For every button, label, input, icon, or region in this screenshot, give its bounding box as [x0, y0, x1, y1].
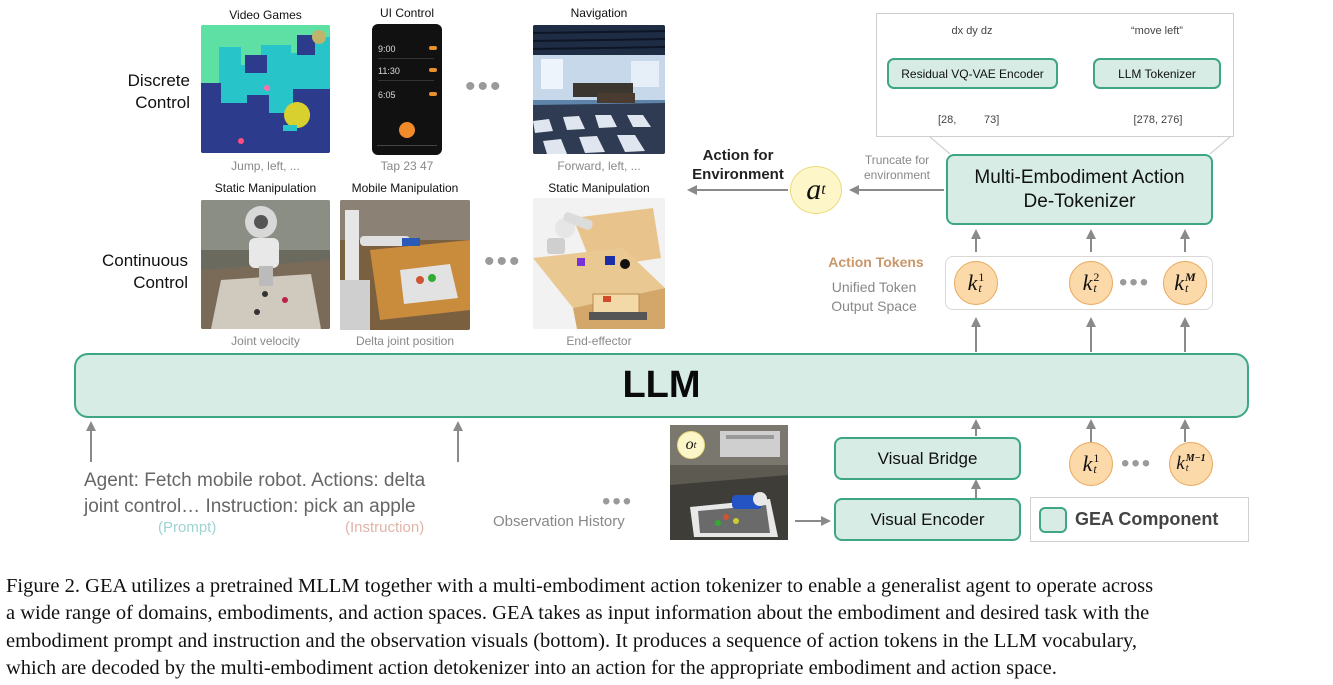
input-token-1-sub: t [1093, 462, 1097, 476]
observation-history-ellipsis: ••• [602, 488, 634, 515]
static-manip-2-title: Static Manipulation [548, 181, 650, 195]
connector-layer [86, 40, 1231, 526]
funnel-right [1209, 136, 1231, 155]
action-token-M-base: k [1174, 270, 1185, 295]
input-token-1-base: k [1082, 451, 1093, 476]
static-manip-1-image [201, 200, 330, 329]
observation-symbol-sub: t [693, 439, 697, 451]
text-action-input: “move left” [1131, 25, 1183, 37]
discrete-control-line-1: Discrete [127, 71, 190, 90]
action-token-1-sup: 1 [978, 270, 985, 284]
unified-token-line-2: Output Space [831, 298, 917, 314]
continuous-control-label: Continuous Control [80, 250, 188, 294]
detokenizer-line-2: De-Tokenizer [1023, 190, 1136, 212]
prompt-line-1: Agent: Fetch mobile robot. Actions: delt… [84, 470, 426, 491]
action-token-M-sub: t [1185, 281, 1189, 295]
action-token-ellipsis: ••• [1119, 269, 1151, 296]
video-games-image [201, 25, 330, 153]
static-manip-1-caption: Joint velocity [231, 334, 300, 348]
unified-token-output-space: Unified Token Output Space [815, 278, 933, 316]
visual-encoder-box: Visual Encoder [834, 498, 1021, 541]
input-token-M-minus-1-sub: t [1185, 463, 1189, 474]
action-for-environment-label: Action for Environment [676, 146, 800, 184]
mobile-manip-caption: Delta joint position [355, 334, 455, 348]
llm-box: LLM [74, 353, 1249, 418]
encoder-output-b: 73] [984, 114, 1000, 126]
video-games-title: Video Games [229, 8, 302, 22]
action-for-env-line-1: Action for [702, 147, 774, 164]
action-token-2-base: k [1082, 270, 1093, 295]
input-token-M-minus-1-base: k [1176, 453, 1185, 474]
llm-tokenizer-box: LLM Tokenizer [1093, 58, 1221, 89]
instruction-tag: (Instruction) [345, 519, 425, 536]
action-tokens-container [945, 256, 1213, 310]
action-symbol-sub: t [821, 181, 826, 198]
funnel-left [929, 136, 951, 155]
navigation-image [533, 25, 665, 154]
detokenizer-line-1: Multi-Embodiment Action [974, 166, 1185, 188]
encoder-output-a: [28, [938, 114, 957, 126]
tokenizer-output: [278, 276] [1133, 114, 1183, 126]
unified-token-line-1: Unified Token [831, 279, 917, 295]
legend-swatch [1039, 506, 1067, 533]
legend: GEA Component [1030, 497, 1249, 542]
video-games-caption: Jump, left, ... [231, 159, 300, 173]
continuous-action-input: dx dy dz [951, 25, 993, 37]
input-token-1-sup: 1 [1093, 451, 1100, 465]
navigation-title: Navigation [570, 6, 628, 20]
observation-symbol-base: o [685, 436, 694, 453]
ui-control-title: UI Control [379, 6, 435, 20]
multi-embodiment-detokenizer-box: Multi-Embodiment Action De-Tokenizer [946, 154, 1213, 225]
residual-vqvae-encoder-box: Residual VQ-VAE Encoder [887, 58, 1058, 89]
action-for-env-line-2: Environment [692, 166, 784, 183]
caption-line-2: a wide range of domains, embodiments, an… [6, 602, 1150, 624]
input-token-ellipsis: ••• [1121, 450, 1153, 477]
action-symbol-base: a [806, 173, 822, 206]
mobile-manip-title: Mobile Manipulation [351, 181, 459, 195]
ui-control-image: 9:00 11:30 6:05 [372, 24, 442, 155]
ui-alarm-2: 11:30 [378, 66, 400, 76]
static-manip-1-title: Static Manipulation [214, 181, 317, 195]
static-manip-2-caption: End-effector [566, 334, 632, 348]
action-token-2-sub: t [1093, 281, 1097, 295]
action-token-1-base: k [967, 270, 978, 295]
ui-alarm-1: 9:00 [378, 44, 396, 54]
caption-line-1: Figure 2. GEA utilizes a pretrained MLLM… [6, 575, 1154, 597]
discrete-control-label: Discrete Control [100, 70, 190, 114]
truncate-line-1: Truncate for [864, 153, 930, 167]
caption-line-3: embodiment prompt and instruction and th… [6, 630, 1138, 652]
action-token-2-sup: 2 [1093, 270, 1100, 284]
continuous-control-line-1: Continuous [101, 251, 188, 270]
mobile-manip-image [340, 200, 470, 330]
row2-ellipsis: ••• [484, 245, 522, 278]
navigation-caption: Forward, left, ... [557, 159, 641, 173]
ui-alarm-3: 6:05 [378, 90, 396, 100]
truncate-label: Truncate for environment [852, 153, 942, 183]
prompt-tag: (Prompt) [158, 519, 217, 536]
discrete-control-line-2: Control [135, 93, 190, 112]
input-token-M-minus-1-sup: M−1 [1185, 453, 1206, 464]
continuous-control-line-2: Control [133, 273, 188, 292]
truncate-line-2: environment [863, 168, 931, 182]
action-token-1-sub: t [978, 281, 982, 295]
prompt-text: Agent: Fetch mobile robot. Actions: delt… [84, 468, 425, 520]
static-manip-2-image [533, 198, 665, 329]
action-tokens-title: Action Tokens [828, 254, 924, 270]
caption-line-4: which are decoded by the multi-embodimen… [6, 657, 1057, 679]
observation-history-label: Observation History [493, 513, 625, 530]
legend-label: GEA Component [1075, 509, 1219, 529]
prompt-line-2a: joint control… Instruction: [84, 496, 304, 517]
instruction-text: pick an apple [303, 496, 416, 517]
visual-bridge-box: Visual Bridge [834, 437, 1021, 480]
ui-control-caption: Tap 23 47 [380, 159, 434, 173]
action-token-M-sup: M [1185, 270, 1196, 284]
row1-ellipsis: ••• [465, 70, 503, 103]
